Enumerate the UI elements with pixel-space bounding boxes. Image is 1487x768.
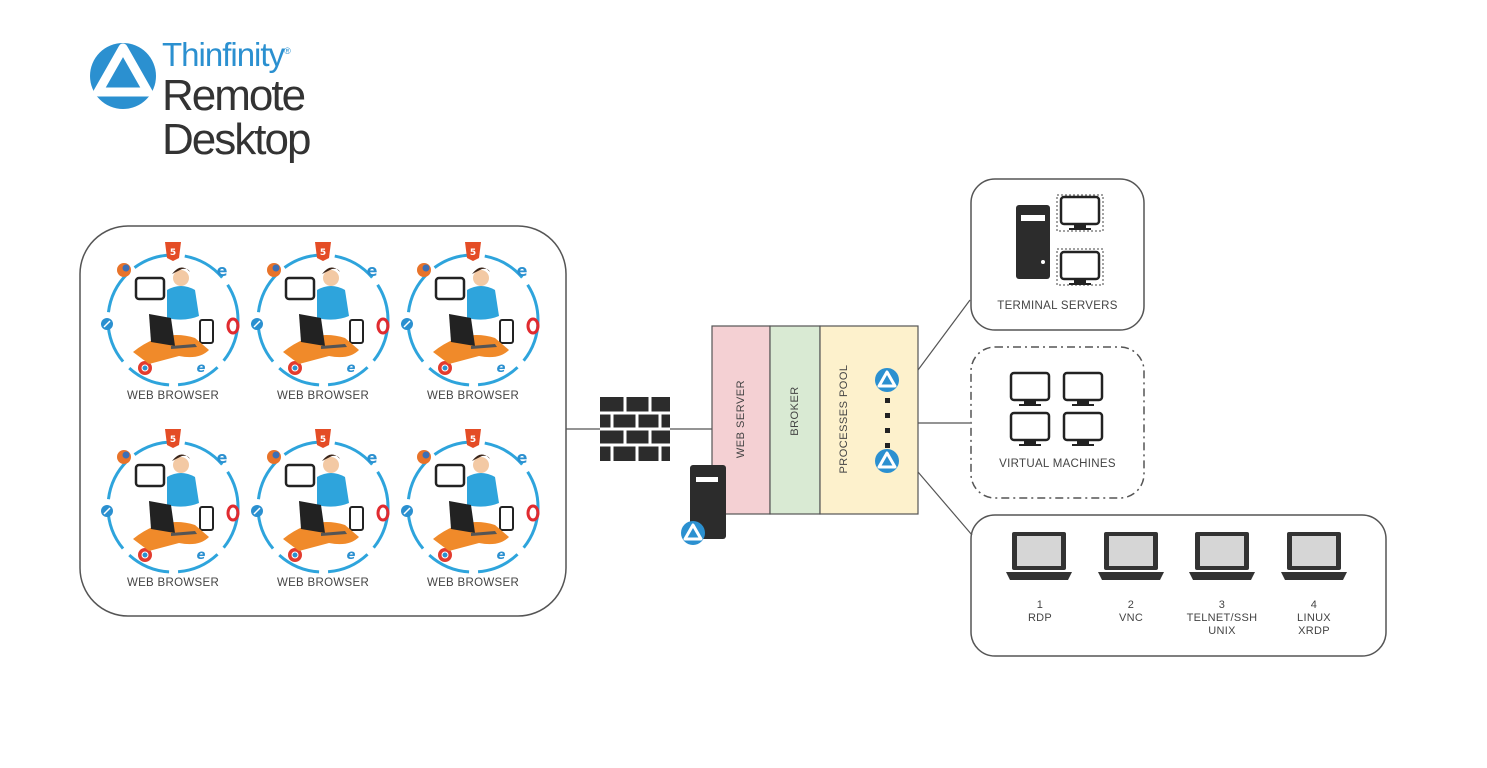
laptop-icon	[1006, 532, 1072, 580]
monitor-icon	[1062, 371, 1104, 408]
logo-subtitle: Remote Desktop	[162, 71, 311, 164]
laptop-icon	[1281, 532, 1347, 580]
broker-label: BROKER	[789, 386, 801, 436]
connector-line	[917, 471, 973, 536]
process-badge-icon	[873, 447, 901, 475]
processes-pool-block	[819, 325, 919, 515]
firewall-icon	[600, 397, 670, 461]
client-illustration	[99, 240, 240, 387]
client-illustration	[399, 427, 540, 574]
process-badge-icon	[873, 366, 901, 394]
processes-pool-label: PROCESSES POOL	[838, 364, 850, 474]
laptop-icon	[1189, 532, 1255, 580]
server-tower-icon	[690, 465, 726, 539]
thinfinity-logo-mark-icon	[90, 43, 156, 109]
terminal-server-icon	[1016, 205, 1050, 279]
monitor-icon	[1059, 250, 1101, 287]
client-illustration	[249, 240, 390, 387]
client-illustration	[399, 240, 540, 387]
monitor-icon	[1062, 411, 1104, 448]
protocols-box	[970, 514, 1387, 657]
monitor-icon	[1009, 371, 1051, 408]
monitor-icon	[1059, 195, 1101, 232]
client-label: WEB BROWSER	[426, 577, 520, 589]
terminal-servers-label: TERMINAL SERVERS	[997, 300, 1118, 312]
web-server-label: WEB SERVER	[735, 379, 747, 459]
client-label: WEB BROWSER	[426, 390, 520, 402]
laptop-icon	[1098, 532, 1164, 580]
client-illustration	[249, 427, 390, 574]
client-label: WEB BROWSER	[126, 577, 220, 589]
terminal-servers-box	[970, 178, 1145, 331]
thinfinity-badge-icon	[679, 519, 707, 547]
monitor-icon	[1009, 411, 1051, 448]
client-label: WEB BROWSER	[276, 577, 370, 589]
virtual-machines-label: VIRTUAL MACHINES	[999, 458, 1116, 470]
logo-title: Thinfinity®	[162, 36, 291, 73]
client-label: WEB BROWSER	[276, 390, 370, 402]
connector-line	[917, 299, 971, 371]
virtual-machines-box	[970, 346, 1145, 499]
client-illustration	[99, 427, 240, 574]
client-label: WEB BROWSER	[126, 390, 220, 402]
thinfinity-logo: Thinfinity® Remote Desktop	[86, 36, 446, 162]
clients-container	[79, 225, 567, 617]
